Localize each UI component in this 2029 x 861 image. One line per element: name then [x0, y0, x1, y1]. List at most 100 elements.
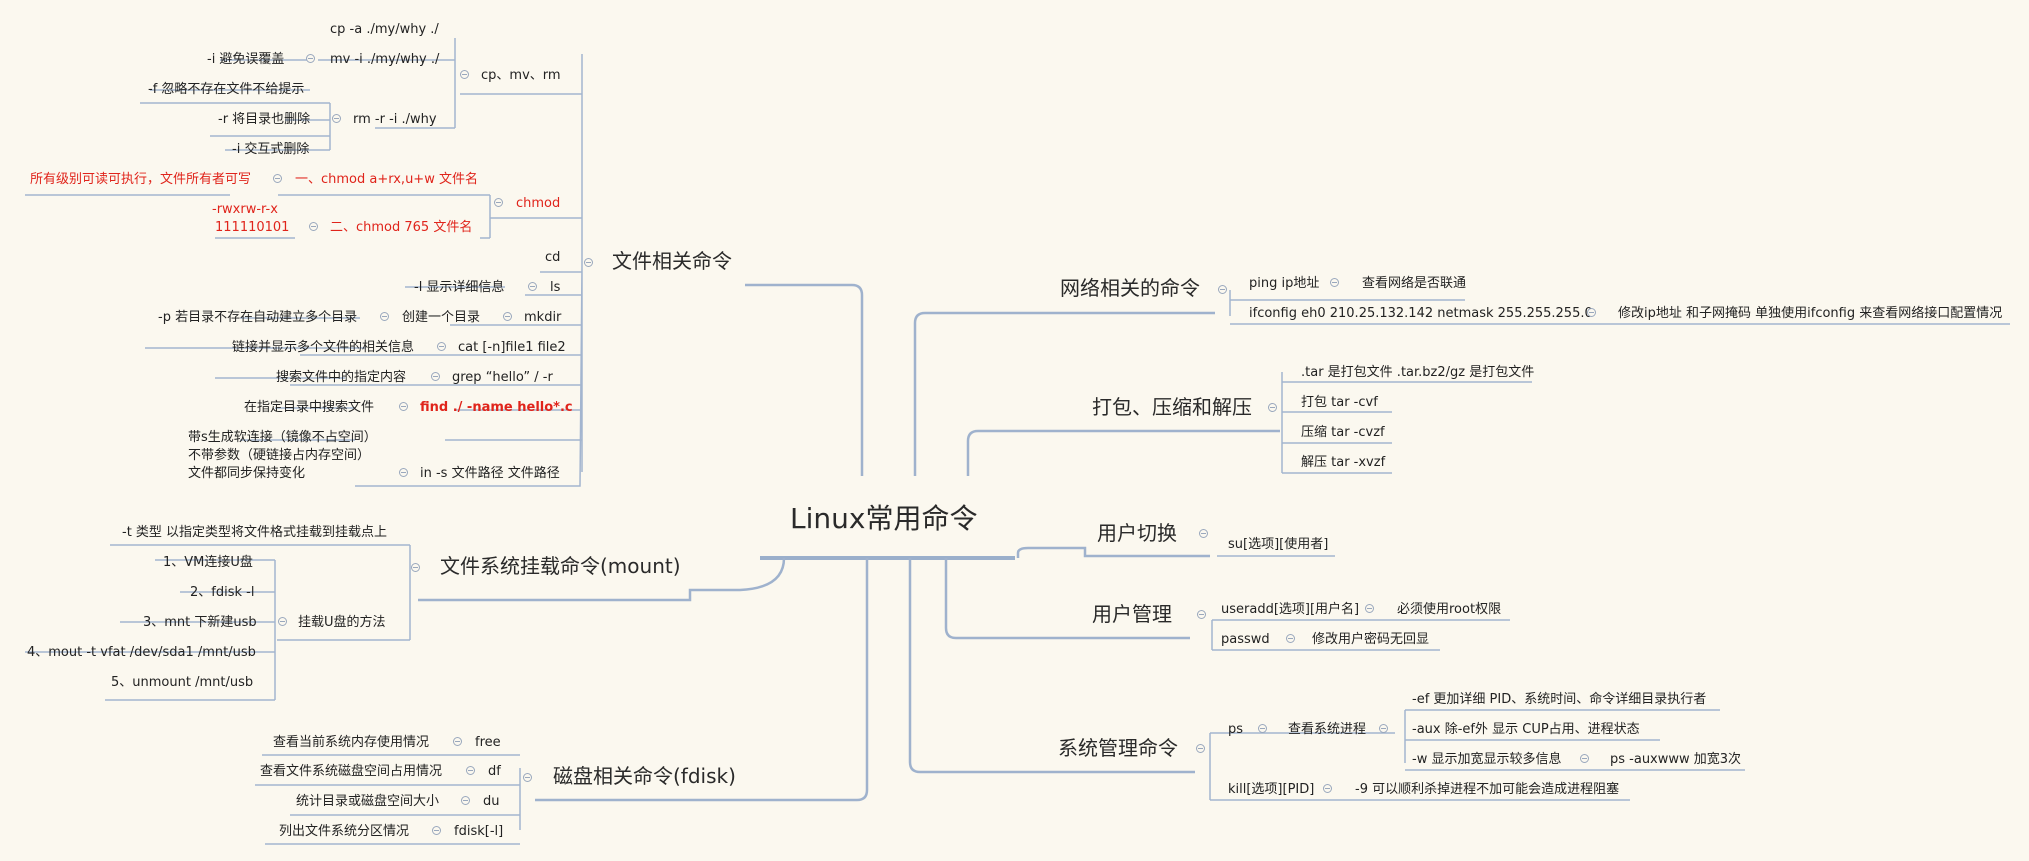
- node-mount-step2[interactable]: 2、fdisk -l: [190, 585, 255, 600]
- node-ln-line1[interactable]: 带s生成软连接（镜像不占空间）: [188, 430, 377, 445]
- collapse-icon[interactable]: [1197, 610, 1206, 619]
- node-cd[interactable]: cd: [545, 250, 561, 265]
- node-ps-ef[interactable]: -ef 更加详细 PID、系统时间、命令详细目录执行者: [1412, 692, 1707, 707]
- collapse-icon[interactable]: [466, 766, 475, 775]
- node-tar-cvzf[interactable]: 压缩 tar -cvzf: [1301, 425, 1385, 440]
- node-kill-desc[interactable]: -9 可以顺利杀掉进程不加可能会造成进程阻塞: [1355, 782, 1620, 797]
- node-chmod-2-line2[interactable]: 111110101: [215, 220, 290, 235]
- node-kill[interactable]: kill[选项][PID]: [1228, 782, 1315, 797]
- collapse-icon[interactable]: [528, 282, 537, 291]
- collapse-icon[interactable]: [1323, 784, 1332, 793]
- node-fdisk-desc[interactable]: 列出文件系统分区情况: [279, 824, 410, 839]
- node-passwd[interactable]: passwd: [1221, 632, 1270, 647]
- collapse-icon[interactable]: [399, 468, 408, 477]
- node-ps-aux[interactable]: -aux 除-ef外 显示 CUP占用、进程状态: [1412, 722, 1640, 737]
- node-passwd-desc[interactable]: 修改用户密码无回显: [1312, 632, 1430, 647]
- node-cp[interactable]: cp -a ./my/why ./: [330, 22, 439, 37]
- node-cat[interactable]: cat [-n]file1 file2: [458, 340, 566, 355]
- topic-file-commands[interactable]: 文件相关命令: [612, 249, 732, 273]
- node-du-desc[interactable]: 统计目录或磁盘空间大小: [296, 794, 440, 809]
- collapse-icon[interactable]: [309, 222, 318, 231]
- collapse-icon[interactable]: [1199, 529, 1208, 538]
- node-chmod-2-line1[interactable]: -rwxrw-r-x: [212, 202, 278, 217]
- collapse-icon[interactable]: [1587, 308, 1596, 317]
- node-free[interactable]: free: [475, 735, 501, 750]
- node-ping[interactable]: ping ip地址: [1249, 276, 1320, 291]
- node-ls-l[interactable]: -l 显示详细信息: [414, 280, 505, 295]
- topic-network[interactable]: 网络相关的命令: [1060, 276, 1200, 300]
- collapse-icon[interactable]: [1330, 278, 1339, 287]
- node-su[interactable]: su[选项][使用者]: [1228, 537, 1329, 552]
- collapse-icon[interactable]: [503, 312, 512, 321]
- node-grep-desc[interactable]: 搜索文件中的指定内容: [276, 370, 407, 385]
- node-ln-line2[interactable]: 不带参数（硬链接占内存空间）: [188, 448, 371, 463]
- node-tar-xvzf[interactable]: 解压 tar -xvzf: [1301, 455, 1386, 470]
- topic-mount[interactable]: 文件系统挂载命令(mount): [440, 554, 681, 578]
- node-rm-i[interactable]: -i 交互式删除: [232, 142, 310, 157]
- node-mount-t[interactable]: -t 类型 以指定类型将文件格式挂载到挂载点上: [122, 525, 388, 540]
- node-ping-desc[interactable]: 查看网络是否联通: [1362, 276, 1467, 291]
- node-rm-f[interactable]: -f 忽略不存在文件不给提示: [148, 82, 305, 97]
- node-chmod-1[interactable]: 一、chmod a+rx,u+w 文件名: [295, 172, 478, 187]
- node-df-desc[interactable]: 查看文件系统磁盘空间占用情况: [260, 764, 443, 779]
- node-grep[interactable]: grep “hello” / -r: [452, 370, 553, 385]
- collapse-icon[interactable]: [437, 342, 446, 351]
- topic-system[interactable]: 系统管理命令: [1058, 736, 1178, 760]
- node-ln[interactable]: in -s 文件路径 文件路径: [420, 466, 560, 481]
- collapse-icon[interactable]: [273, 174, 282, 183]
- collapse-icon[interactable]: [1258, 724, 1267, 733]
- node-ps-auxwww[interactable]: ps -auxwww 加宽3次: [1610, 752, 1742, 767]
- node-mkdir-desc[interactable]: 创建一个目录: [402, 310, 481, 325]
- collapse-icon[interactable]: [332, 114, 341, 123]
- node-find-desc[interactable]: 在指定目录中搜索文件: [244, 400, 375, 415]
- node-useradd-desc[interactable]: 必须使用root权限: [1397, 602, 1502, 617]
- collapse-icon[interactable]: [461, 796, 470, 805]
- collapse-icon[interactable]: [411, 563, 420, 572]
- node-free-desc[interactable]: 查看当前系统内存使用情况: [273, 735, 430, 750]
- node-ifconfig[interactable]: ifconfig eh0 210.25.132.142 netmask 255.…: [1249, 306, 1593, 321]
- collapse-icon[interactable]: [1379, 724, 1388, 733]
- node-mount-step4[interactable]: 4、mout -t vfat /dev/sda1 /mnt/usb: [27, 645, 256, 660]
- node-ifconfig-desc[interactable]: 修改ip地址 和子网掩码 单独使用ifconfig 来查看网络接口配置情况: [1618, 306, 2003, 321]
- node-mv-i[interactable]: -i 避免误覆盖: [207, 52, 285, 67]
- node-rm-r[interactable]: -r 将目录也删除: [218, 112, 311, 127]
- collapse-icon[interactable]: [584, 258, 593, 267]
- collapse-icon[interactable]: [399, 402, 408, 411]
- collapse-icon[interactable]: [1365, 604, 1374, 613]
- node-tar-cvf[interactable]: 打包 tar -cvf: [1301, 395, 1378, 410]
- node-cp-mv-rm[interactable]: cp、mv、rm: [481, 68, 561, 83]
- node-ps-w[interactable]: -w 显示加宽显示较多信息: [1412, 752, 1562, 767]
- topic-user-management[interactable]: 用户管理: [1092, 602, 1172, 626]
- node-fdisk[interactable]: fdisk[-l]: [454, 824, 504, 839]
- collapse-icon[interactable]: [460, 70, 469, 79]
- node-chmod-2[interactable]: 二、chmod 765 文件名: [330, 220, 473, 235]
- node-tar-info[interactable]: .tar 是打包文件 .tar.bz2/gz 是打包文件: [1301, 365, 1535, 380]
- collapse-icon[interactable]: [523, 773, 532, 782]
- collapse-icon[interactable]: [1218, 285, 1227, 294]
- topic-user-switch[interactable]: 用户切换: [1097, 521, 1177, 545]
- collapse-icon[interactable]: [432, 826, 441, 835]
- node-chmod[interactable]: chmod: [516, 196, 561, 211]
- node-ps[interactable]: ps: [1228, 722, 1244, 737]
- collapse-icon[interactable]: [1268, 403, 1277, 412]
- node-ln-line3[interactable]: 文件都同步保持变化: [188, 466, 306, 481]
- node-ls[interactable]: ls: [550, 280, 561, 295]
- node-find[interactable]: find ./ -name hello*.c: [420, 400, 573, 415]
- node-mount-step3[interactable]: 3、mnt 下新建usb: [143, 615, 257, 630]
- collapse-icon[interactable]: [278, 617, 287, 626]
- node-mv[interactable]: mv -i ./my/why ./: [330, 52, 440, 67]
- node-df[interactable]: df: [488, 764, 501, 779]
- topic-disk[interactable]: 磁盘相关命令(fdisk): [553, 764, 736, 788]
- node-rm[interactable]: rm -r -i ./why: [353, 112, 437, 127]
- node-mount-step5[interactable]: 5、unmount /mnt/usb: [111, 675, 254, 690]
- node-mount-step1[interactable]: 1、VM连接U盘: [163, 555, 253, 570]
- collapse-icon[interactable]: [431, 372, 440, 381]
- node-cat-desc[interactable]: 链接并显示多个文件的相关信息: [232, 340, 415, 355]
- collapse-icon[interactable]: [306, 54, 315, 63]
- node-mkdir[interactable]: mkdir: [524, 310, 562, 325]
- collapse-icon[interactable]: [494, 198, 503, 207]
- node-ps-desc[interactable]: 查看系统进程: [1288, 722, 1367, 737]
- collapse-icon[interactable]: [453, 737, 462, 746]
- node-mkdir-p[interactable]: -p 若目录不存在自动建立多个目录: [158, 310, 358, 325]
- node-useradd[interactable]: useradd[选项][用户名]: [1221, 602, 1360, 617]
